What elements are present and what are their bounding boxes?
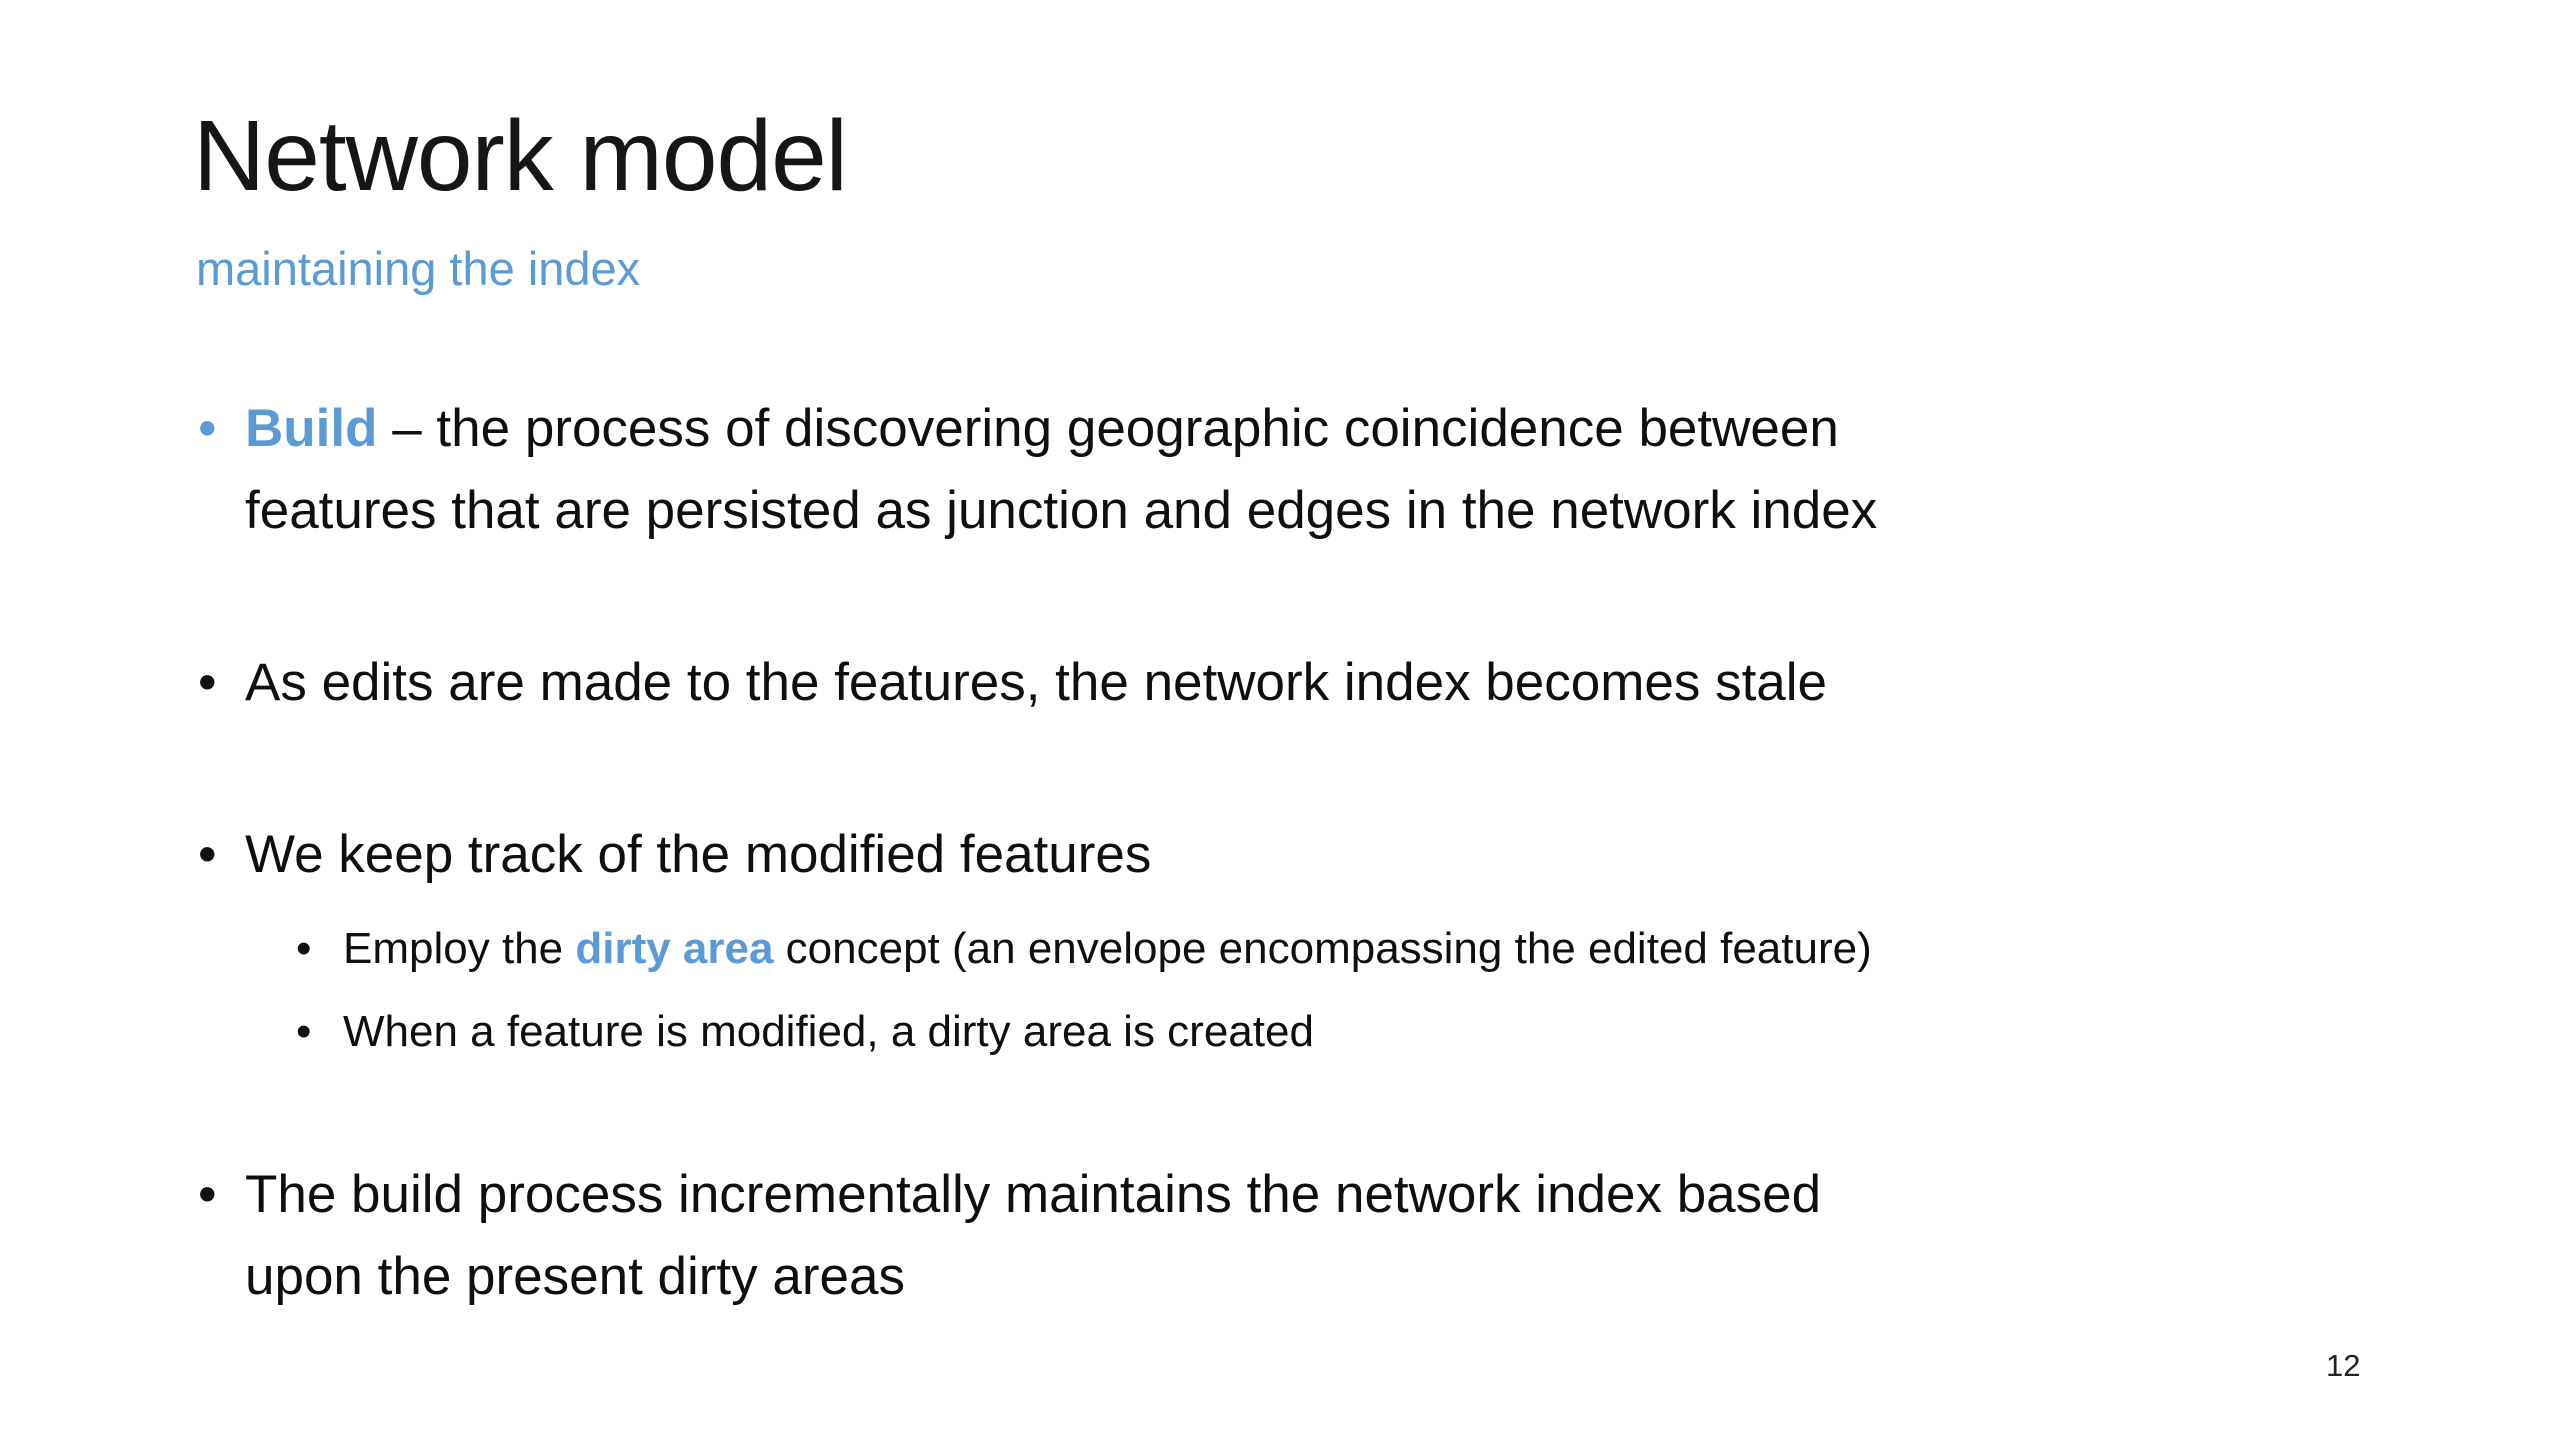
slide-subtitle: maintaining the index xyxy=(196,242,641,295)
bullet-text: Build – the process of discovering geogr… xyxy=(245,388,1877,552)
bullet-item: • As edits are made to the features, the … xyxy=(0,642,2560,724)
bullet-marker: • xyxy=(198,825,217,885)
bullet-list: • Build – the process of discovering geog… xyxy=(0,388,2560,1318)
bullet-text-segment: As edits are made to the features, the n… xyxy=(245,653,1828,713)
sub-bullet-item: • When a feature is modified, a dirty are… xyxy=(0,1001,2560,1063)
bullet-marker: • xyxy=(296,923,312,973)
bullet-item: • We keep track of the modified features xyxy=(0,814,2560,896)
bullet-text-segment: Employ the xyxy=(343,923,576,973)
bullet-text: We keep track of the modified features xyxy=(245,814,1151,896)
bullet-text: Employ the dirty area concept (an envelo… xyxy=(343,918,1872,980)
page-number: 12 xyxy=(2326,1348,2361,1383)
bullet-text-segment: The build process incrementally maintain… xyxy=(245,1164,1822,1306)
bullet-marker: • xyxy=(198,653,217,713)
bullet-item: • Build – the process of discovering geog… xyxy=(0,388,2560,552)
accent-term: dirty area xyxy=(575,923,774,973)
bullet-text-segment: We keep track of the modified features xyxy=(245,825,1152,885)
bullet-text-segment: – the process of discovering geographic … xyxy=(245,399,1878,541)
bullet-text-segment: concept (an envelope encompassing the ed… xyxy=(773,923,1872,973)
bullet-text: The build process incrementally maintain… xyxy=(245,1154,1821,1318)
accent-term: Build xyxy=(245,399,378,458)
bullet-text-segment: When a feature is modified, a dirty area… xyxy=(343,1007,1314,1057)
sub-bullet-item: • Employ the dirty area concept (an envel… xyxy=(0,918,2560,980)
bullet-marker: • xyxy=(296,1007,312,1057)
slide-title: Network model xyxy=(193,100,848,212)
bullet-item: • The build process incrementally maintai… xyxy=(0,1154,2560,1318)
bullet-marker: • xyxy=(198,399,217,458)
bullet-text: As edits are made to the features, the n… xyxy=(245,642,1827,724)
bullet-text: When a feature is modified, a dirty area… xyxy=(343,1001,1314,1063)
bullet-marker: • xyxy=(198,1164,217,1224)
